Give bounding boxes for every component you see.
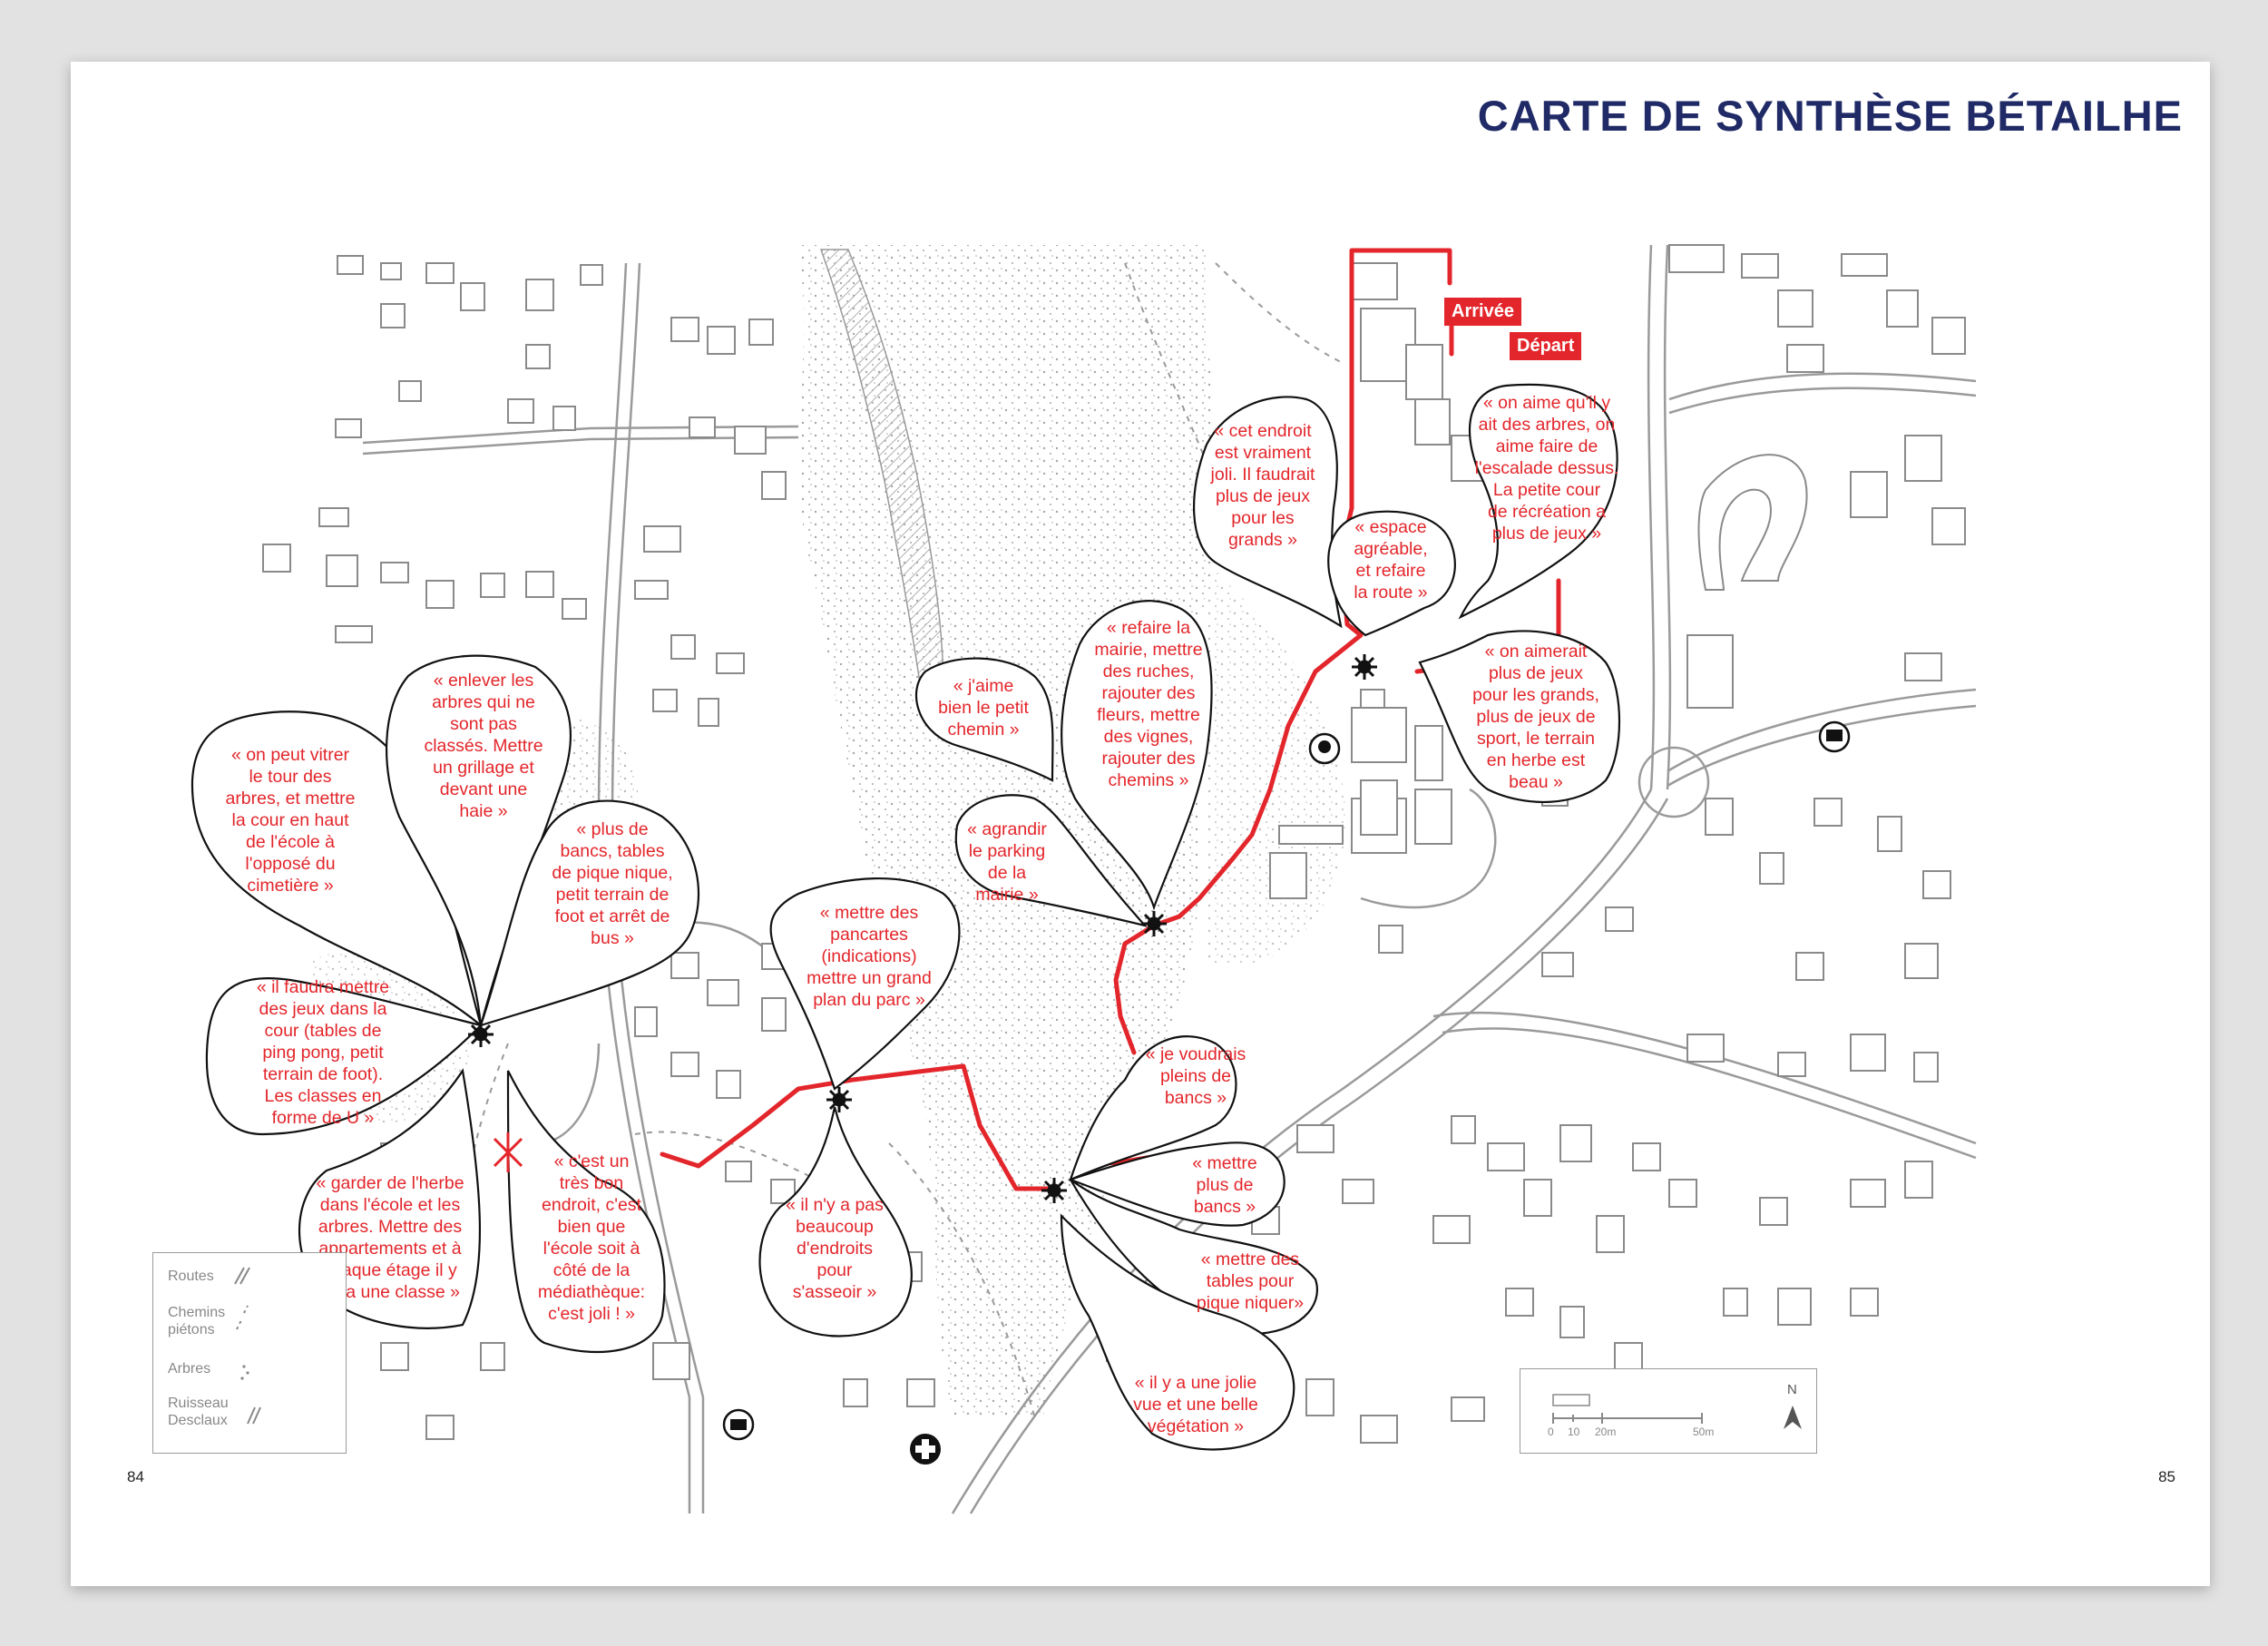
bubble-9 xyxy=(914,657,1054,782)
bubble-18 xyxy=(1458,383,1618,620)
comment-13: « mettre plus de bancs » xyxy=(1192,1153,1257,1217)
comment-15: « il y a une jolie vue et une belle végé… xyxy=(1133,1373,1258,1436)
bubble-7 xyxy=(769,877,961,1091)
stop-stars xyxy=(468,654,1377,1203)
comment-10: « refaire la mairie, mettre des ruches, … xyxy=(1094,618,1203,790)
bubble-19 xyxy=(1418,630,1621,804)
comment-16: « cet endroit est vraiment joli. Il faud… xyxy=(1210,421,1315,550)
comment-6: « c'est un très bon endroit, c'est bien … xyxy=(537,1151,646,1324)
bubble-4 xyxy=(205,977,484,1136)
bubble-17 xyxy=(1327,510,1456,637)
legend-roads: Routes xyxy=(168,1269,214,1284)
comment-8: « il n'y a pas beaucoup d'endroits pour … xyxy=(786,1195,884,1302)
comment-7: « mettre des pancartes (indications) met… xyxy=(807,903,932,1010)
bubble-3 xyxy=(479,799,700,1027)
star-stop-icon-1 xyxy=(468,1022,494,1047)
star-stop-icon-5 xyxy=(1352,654,1377,680)
comment-9: « j'aime bien le petit chemin » xyxy=(938,676,1029,740)
bubble-15 xyxy=(1060,1213,1295,1451)
star-stop-icon-3 xyxy=(1041,1178,1067,1203)
bubble-6 xyxy=(506,1070,666,1354)
scale-tick-20m: 20m xyxy=(1595,1426,1617,1438)
library-book-icon xyxy=(722,1408,755,1441)
comment-19: « on aimerait plus de jeux pour les gran… xyxy=(1472,642,1599,792)
map-legend: Routes Chemins piétons Arbres Ruisseau D… xyxy=(152,1252,347,1454)
north-label: N xyxy=(1787,1382,1797,1397)
scale-bar xyxy=(1552,1394,1802,1429)
bus-stop-icon xyxy=(1308,732,1341,765)
star-stop-icon-4 xyxy=(1141,911,1167,936)
comment-11: « agrandir le parking de la mairie » xyxy=(967,819,1047,905)
bubble-11 xyxy=(954,794,1149,927)
page-number-left: 84 xyxy=(127,1468,144,1485)
comment-4: « il faudra mettre des jeux dans la cour… xyxy=(256,977,390,1128)
scale-and-north: 0 10 20m 50m N xyxy=(1520,1368,1817,1454)
bubble-13 xyxy=(1067,1141,1286,1227)
bubble-12 xyxy=(1069,1035,1237,1181)
comment-1: « on peut vitrer le tour des arbres, et … xyxy=(225,745,356,896)
comment-3: « plus de bancs, tables de pique nique, … xyxy=(552,819,673,948)
scale-tick-10: 10 xyxy=(1568,1426,1580,1438)
comment-12: « je voudrais pleins de bancs » xyxy=(1145,1044,1246,1108)
page-title: CARTE DE SYNTHÈSE BÉTAILHE xyxy=(1477,92,2183,140)
star-stop-icon-2 xyxy=(826,1087,852,1112)
comment-14: « mettre des tables pour pique niquer» xyxy=(1196,1249,1305,1313)
departure-marker: Départ xyxy=(1510,332,1582,360)
comment-2: « enlever les arbres qui ne sont pas cla… xyxy=(424,671,543,821)
bubble-10 xyxy=(1061,600,1213,911)
comment-18: « on aime qu'il y ait des arbres, on aim… xyxy=(1474,393,1619,544)
bubble-2 xyxy=(385,654,572,1026)
bubble-8 xyxy=(758,1106,913,1337)
legend-paths: Chemins piétons xyxy=(168,1305,226,1337)
roads xyxy=(362,244,1977,1514)
bus-icon xyxy=(1818,720,1851,753)
cross-mark-icon xyxy=(493,1132,523,1172)
scale-tick-0: 0 xyxy=(1548,1426,1554,1438)
north-arrow-icon xyxy=(1784,1406,1802,1429)
bubble-16 xyxy=(1192,396,1343,629)
legend-trees: Arbres xyxy=(168,1361,211,1377)
buildings xyxy=(262,244,1966,1444)
arrival-marker: Arrivée xyxy=(1444,298,1521,326)
comment-17: « espace agréable, et refaire la route » xyxy=(1354,517,1428,603)
legend-symbols xyxy=(234,1267,261,1425)
scale-tick-50m: 50m xyxy=(1693,1426,1715,1438)
legend-stream: Ruisseau Desclaux xyxy=(168,1396,229,1428)
page-number-right: 85 xyxy=(2158,1468,2175,1485)
pharmacy-cross-icon xyxy=(910,1434,941,1465)
